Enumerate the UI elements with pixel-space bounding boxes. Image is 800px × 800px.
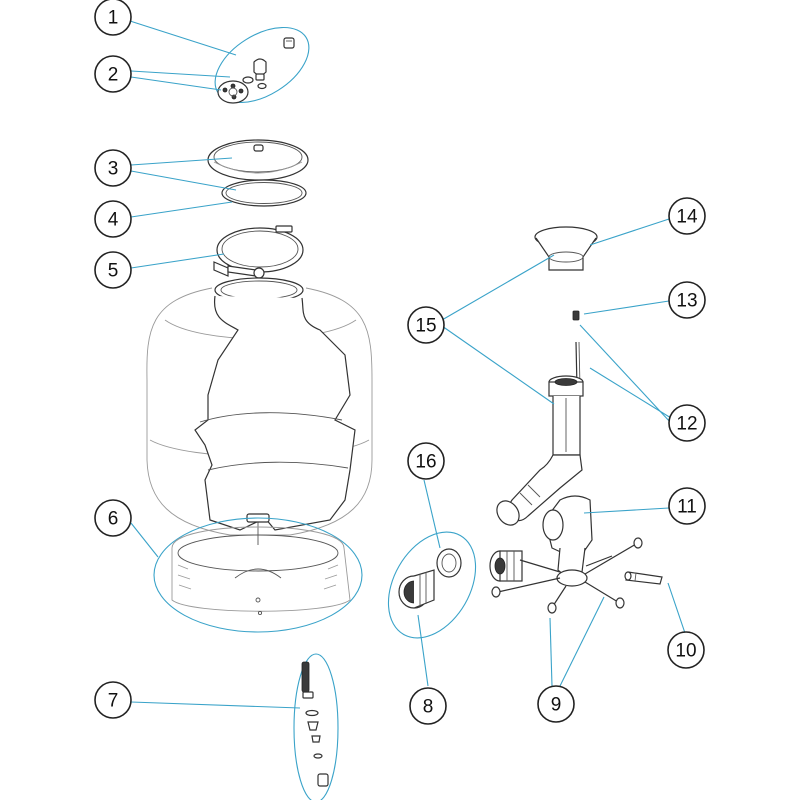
callout-11: 11 — [668, 487, 706, 525]
funnel-diffuser — [534, 226, 598, 271]
callout-1: 1 — [94, 0, 132, 36]
lateral-arm-spare — [624, 571, 663, 585]
top-fittings-group — [214, 26, 310, 104]
callout-8-label: 8 — [423, 697, 434, 718]
callout-3: 3 — [94, 149, 132, 187]
filter-lid — [207, 139, 309, 181]
callout-4: 4 — [94, 200, 132, 238]
union-fitting-group — [387, 531, 477, 639]
callout-8: 8 — [409, 687, 447, 725]
callout-14: 14 — [668, 197, 706, 235]
leader-lines — [129, 20, 687, 709]
lid-o-ring — [221, 179, 307, 207]
callout-11-label: 11 — [677, 497, 697, 518]
callout-10-label: 10 — [675, 641, 696, 662]
callout-6-label: 6 — [108, 509, 119, 530]
callout-13-label: 13 — [676, 291, 697, 312]
central-standpipe — [548, 375, 584, 456]
filter-tank — [146, 277, 373, 545]
callout-12: 12 — [668, 404, 706, 442]
callout-3-label: 3 — [108, 159, 119, 180]
callout-2: 2 — [94, 55, 132, 93]
air-vent-cap — [572, 310, 580, 321]
manifold-pipes — [489, 454, 643, 614]
callout-7: 7 — [94, 681, 132, 719]
callout-9-label: 9 — [551, 695, 562, 716]
callout-2-label: 2 — [108, 65, 119, 86]
callout-5: 5 — [94, 251, 132, 289]
callout-12-label: 12 — [676, 414, 697, 435]
callout-16-label: 16 — [415, 452, 436, 473]
callout-5-label: 5 — [108, 261, 119, 282]
small-parts-kit — [293, 653, 339, 800]
callout-10: 10 — [667, 631, 705, 669]
callout-6: 6 — [94, 499, 132, 537]
callout-9: 9 — [537, 685, 575, 723]
callout-13: 13 — [668, 281, 706, 319]
callout-15-label: 15 — [415, 316, 436, 337]
callout-14-label: 14 — [676, 207, 698, 228]
clamp-ring — [213, 225, 304, 279]
callout-15: 15 — [407, 306, 445, 344]
callout-4-label: 4 — [108, 210, 119, 231]
filter-base — [153, 517, 363, 633]
callout-1-label: 1 — [108, 8, 119, 29]
callout-16: 16 — [407, 442, 445, 480]
callout-7-label: 7 — [108, 691, 119, 712]
